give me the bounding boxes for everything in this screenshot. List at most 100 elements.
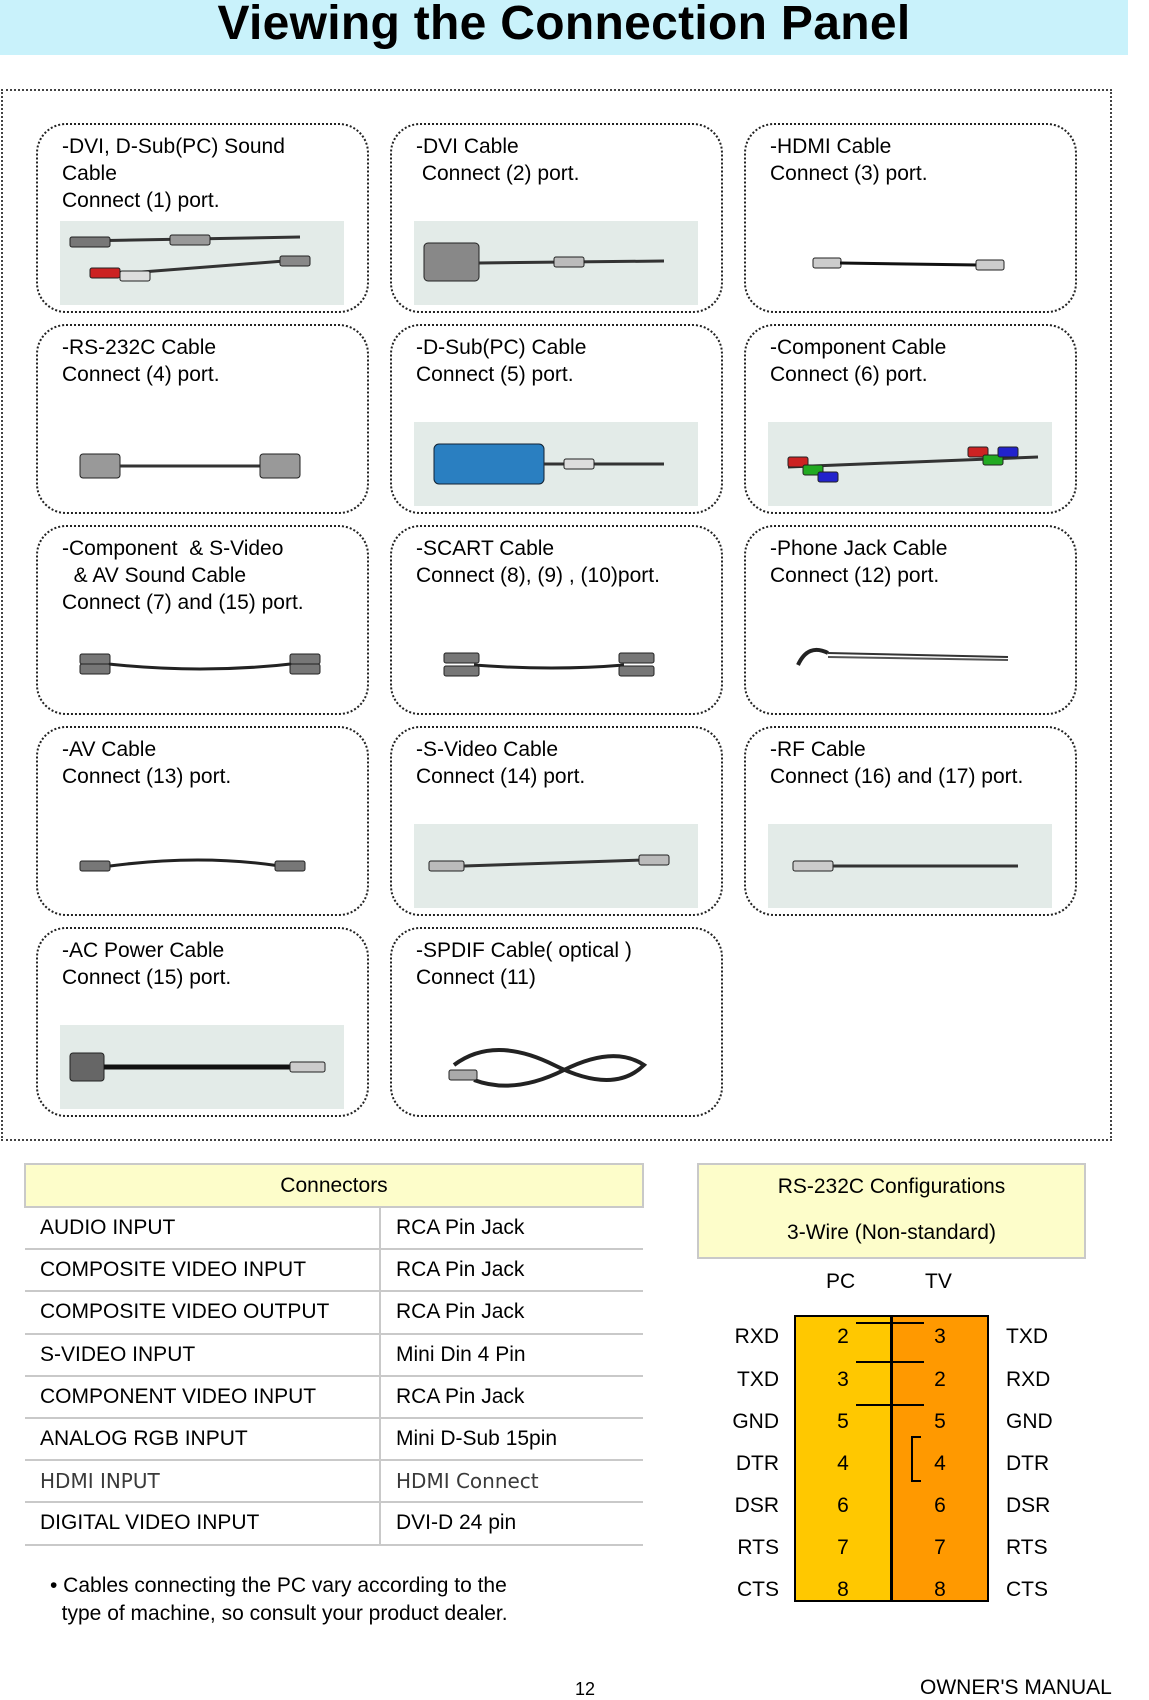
cable-panel-frame: [1, 89, 1112, 1141]
cable-label-line: Connect (14) port.: [416, 765, 586, 788]
rs232c-cable-image: [60, 422, 344, 506]
pc-pin: 8: [837, 1578, 849, 1601]
tv-signal: RXD: [1006, 1368, 1051, 1391]
cable-label: -DVI Cable Connect (2) port.: [416, 133, 579, 187]
dvi-cable-image: [414, 221, 698, 305]
manual-label: OWNER'S MANUAL: [920, 1676, 1112, 1699]
cable-label-line: -AV Cable: [62, 738, 157, 761]
wire-line: [856, 1404, 924, 1406]
rs232c-subtitle: 3-Wire (Non-standard): [787, 1221, 996, 1244]
cable-label-line: -Component Cable: [770, 336, 947, 359]
connector-type: RCA Pin Jack: [380, 1291, 643, 1335]
tv-pin: 5: [934, 1410, 946, 1433]
cable-label-line: -SCART Cable: [416, 537, 555, 560]
pc-column-label: PC: [826, 1270, 856, 1293]
pc-pin: 7: [837, 1536, 849, 1559]
hdmi-cable-image: [768, 221, 1052, 305]
pc-pin: 6: [837, 1494, 849, 1517]
connector-name: S-VIDEO INPUT: [25, 1333, 381, 1377]
scart-cable-image: [414, 623, 698, 707]
tv-pin: 3: [934, 1325, 946, 1348]
connector-type: RCA Pin Jack: [380, 1249, 643, 1293]
title-bar: Viewing the Connection Panel: [0, 0, 1128, 55]
av-cable-image: [60, 824, 344, 908]
connector-type: Mini Din 4 Pin: [380, 1333, 643, 1377]
connector-type: RCA Pin Jack: [380, 1207, 643, 1251]
cable-label-line: Cable: [62, 162, 117, 185]
connector-type: HDMI Connect: [380, 1460, 643, 1504]
wire-line: [856, 1361, 924, 1363]
connector-name: AUDIO INPUT: [25, 1207, 381, 1251]
tv-signal: DSR: [1006, 1494, 1051, 1517]
connector-name: DIGITAL VIDEO INPUT: [25, 1502, 381, 1546]
cable-label-line: -Component & S-Video: [62, 537, 284, 560]
cable-label-line: Connect (7) and (15) port.: [62, 591, 304, 614]
wire-line: [856, 1322, 924, 1324]
cable-label-line: Connect (13) port.: [62, 765, 232, 788]
cable-label-line: Connect (6) port.: [770, 363, 928, 386]
tv-signal: GND: [1006, 1410, 1053, 1433]
pc-signal: GND: [732, 1410, 779, 1433]
cable-label-line: Connect (3) port.: [770, 162, 928, 185]
cable-label-line: -HDMI Cable: [770, 135, 892, 158]
rs232c-config-box: RS-232C Configurations 3-Wire (Non-stand…: [697, 1163, 1086, 1259]
cable-note-line: • Cables connecting the PC vary accordin…: [50, 1574, 507, 1597]
audio-cables-image: [60, 221, 344, 305]
rs232c-title: RS-232C Configurations: [777, 1175, 1006, 1198]
connector-name: COMPONENT VIDEO INPUT: [25, 1375, 381, 1419]
pc-signal: DTR: [735, 1452, 779, 1475]
connectors-header: Connectors: [24, 1163, 644, 1208]
rf-cable-image: [768, 824, 1052, 908]
phone-jack-cable-image: [768, 623, 1052, 707]
page-number: 12: [574, 1679, 596, 1699]
cable-label-line: -SPDIF Cable( optical ): [416, 939, 632, 962]
pc-pin: 4: [837, 1452, 849, 1475]
cable-label-line: Connect (16) and (17) port.: [770, 765, 1024, 788]
pc-signal: RTS: [737, 1536, 779, 1559]
cable-label-line: -Phone Jack Cable: [770, 537, 948, 560]
tv-pin: 6: [934, 1494, 946, 1517]
cable-label-line: Connect (4) port.: [62, 363, 220, 386]
tv-pin: 2: [934, 1368, 946, 1391]
cable-card: -SPDIF Cable( optical ) Connect (11): [390, 927, 723, 1117]
pc-signal: CTS: [737, 1578, 779, 1601]
cable-label-line: -RS-232C Cable: [62, 336, 217, 359]
cable-label-line: -S-Video Cable: [416, 738, 559, 761]
spdif-cable-image: [414, 1025, 698, 1109]
cable-label-line: -AC Power Cable: [62, 939, 225, 962]
connector-type: Mini D-Sub 15pin: [380, 1417, 643, 1462]
pc-pin: 2: [837, 1325, 849, 1348]
cable-label-line: Connect (11): [416, 966, 536, 989]
connector-name: COMPOSITE VIDEO INPUT: [25, 1249, 381, 1293]
cable-label-line: -RF Cable: [770, 738, 866, 761]
tv-signal: CTS: [1006, 1578, 1048, 1601]
pc-pin: 3: [837, 1368, 849, 1391]
cable-label-line: Connect (8), (9) , (10)port.: [416, 564, 660, 587]
cable-card: -DVI Cable Connect (2) port.: [390, 123, 723, 313]
